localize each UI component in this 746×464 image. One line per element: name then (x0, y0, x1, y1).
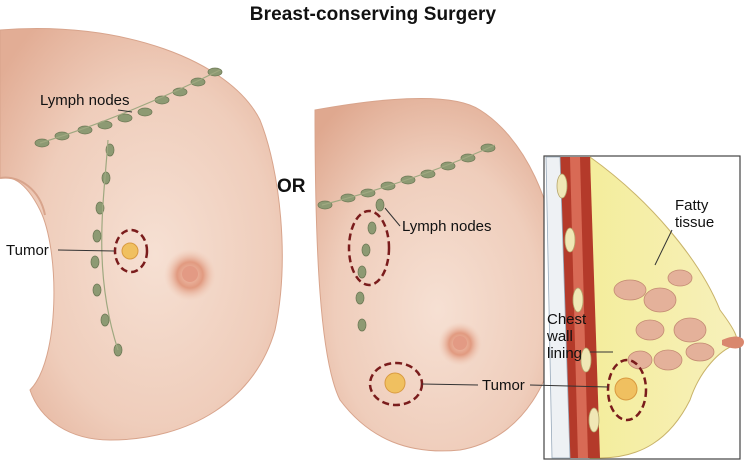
fatty-tissue-label: Fatty tissue (675, 197, 714, 231)
left-tumor-outline (113, 228, 149, 274)
left-tumor-label: Tumor (6, 242, 49, 259)
right-tumor (384, 372, 406, 394)
right-breast-illustration (314, 97, 561, 452)
fatty-label-line2: tissue (675, 214, 715, 231)
right-lymph-outline (347, 209, 391, 287)
right-tumor-leader (421, 383, 479, 386)
fatty-label-line1: Fatty (675, 197, 709, 214)
cross-section-panel (529, 155, 744, 460)
page-title: Breast-conserving Surgery (249, 4, 497, 25)
cross-section-tumor (614, 377, 638, 401)
ribs (556, 173, 600, 433)
right-lymph-leader (384, 207, 401, 227)
right-tumor-label: Tumor (482, 377, 525, 394)
or-separator: OR (277, 176, 306, 197)
cross-section-tumor-outline (606, 358, 648, 422)
chest-label-line3: lining (547, 345, 583, 362)
left-breast-illustration (0, 27, 283, 441)
left-lymph-label: Lymph nodes (40, 92, 130, 109)
breast-lobules (613, 269, 715, 371)
left-tumor-leader (57, 249, 115, 252)
left-lymph-leader (117, 109, 133, 113)
chest-label-line2: wall (547, 328, 573, 345)
right-lymph-label: Lymph nodes (402, 218, 492, 235)
chest-label-line1: Chest (547, 311, 587, 328)
left-tumor (121, 242, 139, 260)
chest-wall-lining-label: Chest wall lining (547, 311, 586, 362)
